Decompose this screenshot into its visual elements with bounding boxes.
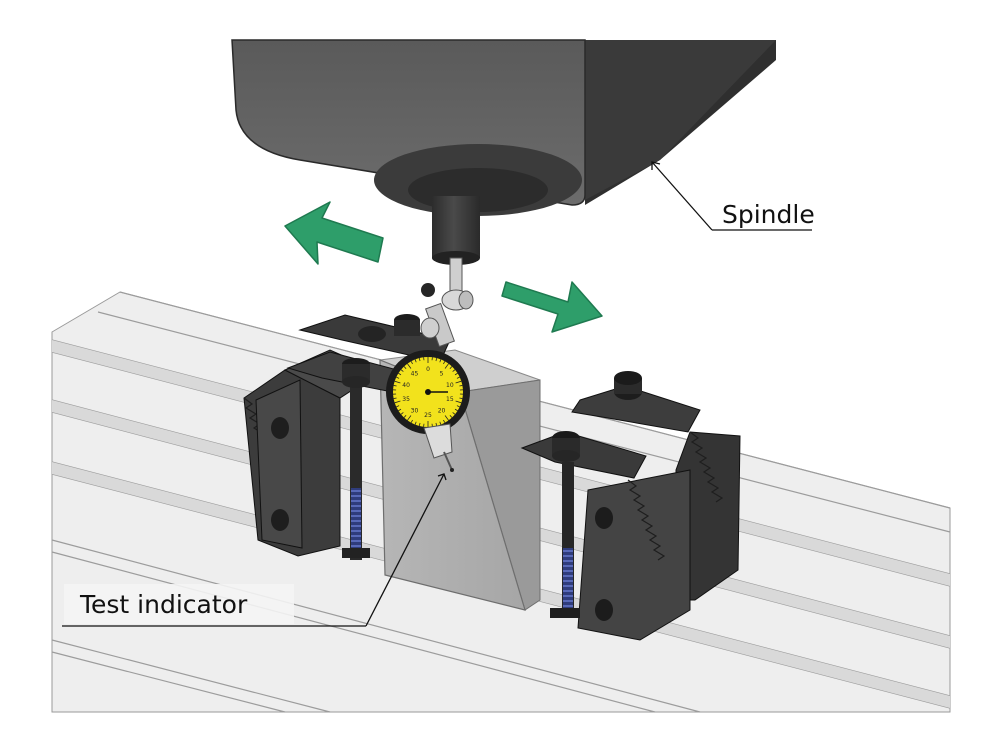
dial-tick [414,359,417,363]
dial-number: 0 [426,366,430,373]
dial-tick [407,363,412,369]
dial-tick [393,397,397,399]
dial-tick [455,380,462,384]
dial-tick [444,415,449,421]
test-indicator-label: Test indicator [80,590,248,619]
left-clamp-set [243,314,451,560]
dial-number: 5 [440,370,444,377]
dial-tick [459,397,463,399]
dial-tick [435,358,438,362]
dial-tick [452,412,456,415]
dial-tick [394,380,401,384]
dial-tick [435,422,438,426]
dial-tick [393,385,397,387]
dial-tick [443,419,446,423]
dial-tick [456,376,460,379]
dial-tick [454,408,458,412]
dial-number: 30 [411,408,419,415]
indicator-stylus [443,451,453,471]
dial-tick [443,361,446,365]
spindle-label: Spindle [722,200,815,229]
dial-tick [455,400,462,404]
dial-tick [403,366,407,369]
dial-tick [400,369,404,372]
dial-tick [414,421,417,425]
dial-tick [396,405,400,408]
test-indicator-label-bg [64,584,294,624]
dial-number: 40 [402,382,410,389]
spindle-head [231,39,776,265]
dial-tick [449,415,453,418]
dial-number: 25 [424,412,432,419]
dial-tick [439,359,442,363]
step-block-serration [627,479,666,561]
spindle-leader [651,161,812,231]
dial-tick [452,369,456,372]
test-indicator-leader [62,473,447,627]
dial-tick [444,363,449,369]
dial-tick [398,372,402,376]
dial-number: 15 [446,396,454,403]
dial-number: 35 [402,396,410,403]
dial-number: 45 [411,370,419,377]
dial-tick [407,415,412,421]
dial-tick [439,421,442,425]
dial-tick [459,385,463,387]
dial-tick [403,415,407,418]
dial-ticks [393,357,463,427]
dial-tick [418,358,421,362]
dial-tick [410,419,413,423]
arrow-right-icon [501,281,603,333]
dial-tick [449,366,453,369]
right-clamp-set [520,371,741,641]
dial-tick [400,412,404,415]
dial-number: 20 [438,408,446,415]
dial-tick [454,372,458,376]
dial-number: 10 [446,382,454,389]
dial-tick [418,422,421,426]
dial-tick [398,408,402,412]
arrow-left-icon [284,201,384,265]
dial-tick [456,405,460,408]
dial-tick [410,361,413,365]
spindle-shaft [432,196,480,258]
dial-tick [394,400,401,404]
dial-tick [396,376,400,379]
